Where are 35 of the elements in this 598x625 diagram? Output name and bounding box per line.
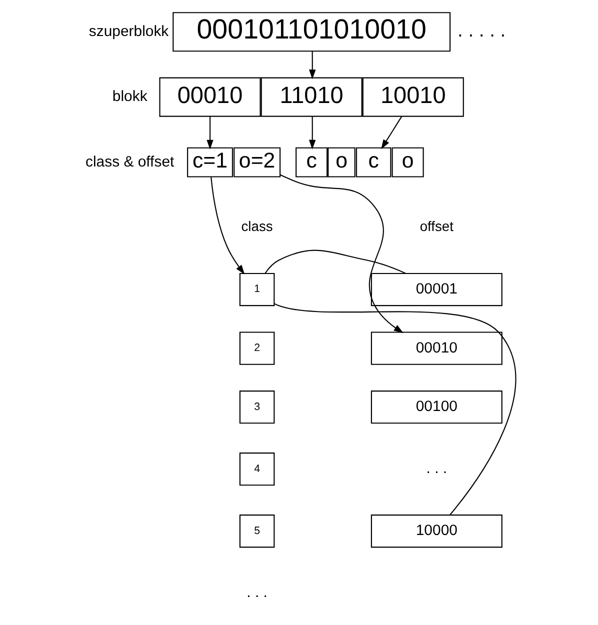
node-box: 4: [239, 452, 275, 486]
arrow: [206, 116, 214, 150]
node-box: o: [392, 147, 424, 178]
label: offset: [420, 218, 454, 234]
label: . . .: [426, 460, 448, 478]
node-box: o=2: [234, 147, 281, 178]
node-box: c=1: [187, 147, 234, 178]
node-box: 5: [239, 514, 275, 548]
arrow: [308, 116, 316, 150]
arrow: [381, 116, 402, 150]
label: class: [241, 218, 273, 234]
node-box: 3: [239, 390, 275, 424]
node-box: 10010: [362, 77, 464, 117]
node-box: c: [296, 147, 328, 178]
label: . . .: [246, 584, 268, 602]
arrow: [210, 176, 245, 274]
node-box: o: [328, 147, 356, 178]
node-box: 00100: [370, 390, 502, 424]
label: class & offset: [86, 153, 174, 170]
node-box: 11010: [260, 77, 362, 117]
node-box: 00010: [370, 332, 502, 365]
node-box: 2: [239, 332, 275, 365]
label: blokk: [112, 88, 148, 106]
label: szuperblokk: [88, 22, 169, 40]
node-box: 1: [239, 272, 275, 306]
arrow: [309, 51, 316, 80]
arrow: [280, 174, 404, 334]
connector: [274, 303, 516, 515]
label: . . . . .: [458, 20, 506, 42]
node-box: 00001: [370, 272, 502, 306]
node-box: 000101101010010: [172, 12, 451, 52]
node-box: 00010: [159, 77, 261, 117]
node-box: c: [356, 147, 392, 178]
node-box: 10000: [370, 514, 502, 548]
connector: [264, 250, 406, 274]
